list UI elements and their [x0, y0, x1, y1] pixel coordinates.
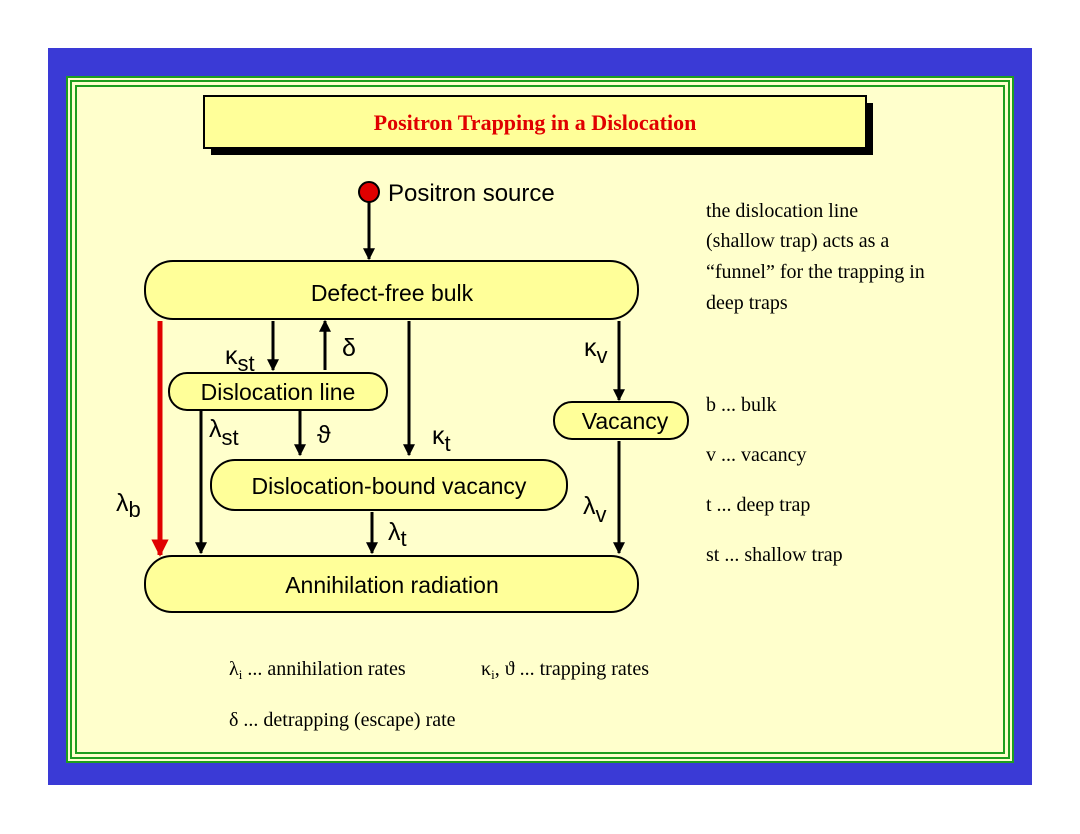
- source-dot-icon: [358, 181, 380, 203]
- page-title: Positron Trapping in a Dislocation: [374, 110, 697, 135]
- legend-detrapping-rate: δ ... detrapping (escape) rate: [229, 709, 456, 731]
- node-dislocation-line: Dislocation line: [168, 372, 388, 411]
- abbreviation-list: b ... bulk v ... vacancy t ... deep trap…: [706, 394, 843, 566]
- slide-frame: [48, 48, 1032, 785]
- note-line: (shallow trap) acts as a: [706, 230, 889, 252]
- rate-lambda-t: λt: [388, 518, 407, 551]
- abbreviation-item: v ... vacancy: [706, 444, 807, 466]
- rate-delta: δ: [342, 334, 356, 362]
- node-vacancy-label: Vacancy: [582, 408, 669, 434]
- node-dislocation-bound-vacancy: Dislocation-bound vacancy: [210, 459, 568, 511]
- abbreviation-item: st ... shallow trap: [706, 544, 843, 566]
- note-line: “funnel” for the trapping in: [706, 261, 925, 283]
- node-vacancy: Vacancy: [553, 401, 689, 440]
- abbreviation-item: t ... deep trap: [706, 494, 810, 516]
- rate-kappa-t: κt: [432, 422, 451, 456]
- funnel-note: the dislocation line (shallow trap) acts…: [706, 200, 925, 314]
- slide-panel: [66, 76, 1014, 763]
- legend-trapping-rates: κi, ϑ ... trapping rates: [481, 658, 649, 682]
- node-dislocation-bound-vacancy-label: Dislocation-bound vacancy: [252, 473, 527, 499]
- transition-arrows: [195, 202, 625, 555]
- note-line: deep traps: [706, 292, 788, 314]
- panel-inner-border: [75, 85, 1005, 754]
- node-annihilation: Annihilation radiation: [144, 555, 639, 613]
- source-label: Positron source: [388, 180, 555, 207]
- positron-source: Positron source: [358, 180, 555, 207]
- rate-legend: λi ... annihilation rates κi, ϑ ... trap…: [229, 658, 649, 731]
- abbreviation-item: b ... bulk: [706, 394, 777, 416]
- rate-theta: ϑ: [317, 421, 331, 449]
- note-line: the dislocation line: [706, 200, 858, 222]
- legend-annihilation-rates: λi ... annihilation rates: [229, 658, 406, 682]
- rate-kappa-v: κv: [584, 334, 608, 368]
- rate-lambda-st: λst: [209, 415, 239, 450]
- node-annihilation-label: Annihilation radiation: [285, 572, 499, 598]
- rate-lambda-b: λb: [116, 489, 141, 522]
- rate-kappa-st: κst: [225, 342, 255, 376]
- title-box: Positron Trapping in a Dislocation: [203, 95, 873, 155]
- node-bulk: Defect-free bulk: [144, 260, 639, 320]
- rate-labels: κst δ κv λst ϑ κt λb λt λv: [116, 334, 608, 551]
- node-dislocation-line-label: Dislocation line: [201, 379, 356, 405]
- rate-lambda-v: λv: [583, 492, 607, 527]
- node-bulk-label: Defect-free bulk: [311, 280, 474, 306]
